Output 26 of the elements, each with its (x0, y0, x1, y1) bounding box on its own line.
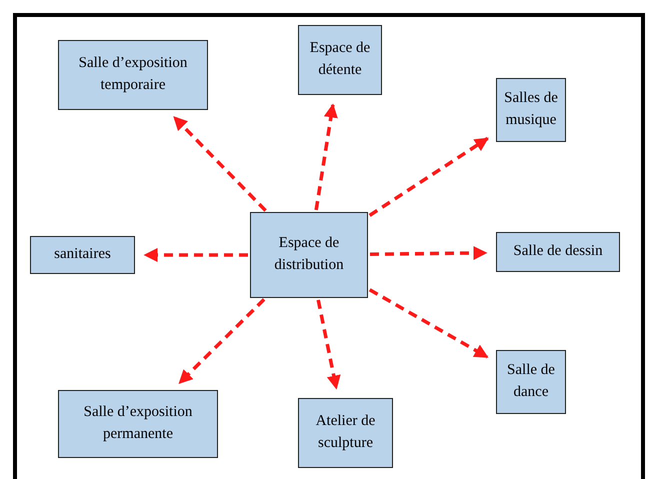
room-label: Salle de dessin (513, 242, 603, 262)
room-box (30, 236, 135, 274)
room-label: Atelier de sculpture (314, 412, 376, 453)
dashed-arrow (314, 104, 338, 210)
room-box (250, 212, 368, 298)
dashed-arrow (316, 300, 341, 390)
room-label: Espace de distribution (273, 234, 345, 275)
room-box (298, 25, 382, 95)
room-label: Salle de dance (506, 361, 556, 402)
room-box (58, 390, 218, 458)
room-label: Salles de musique (503, 89, 559, 130)
room-box (496, 78, 566, 142)
room-box (58, 40, 208, 110)
room-label: Espace de détente (308, 39, 372, 80)
dashed-arrow (172, 116, 267, 212)
room-label: Salle d’exposition temporaire (78, 54, 188, 95)
room-box (496, 350, 566, 414)
dashed-arrow (370, 246, 488, 260)
dashed-arrow (144, 248, 248, 262)
room-box (496, 232, 620, 272)
dashed-arrow (368, 288, 489, 359)
dashed-arrow (178, 298, 266, 384)
room-label: sanitaires (54, 245, 111, 264)
dashed-arrow (368, 136, 489, 217)
room-box (298, 398, 393, 468)
room-label: Salle d’exposition permanente (82, 403, 194, 444)
